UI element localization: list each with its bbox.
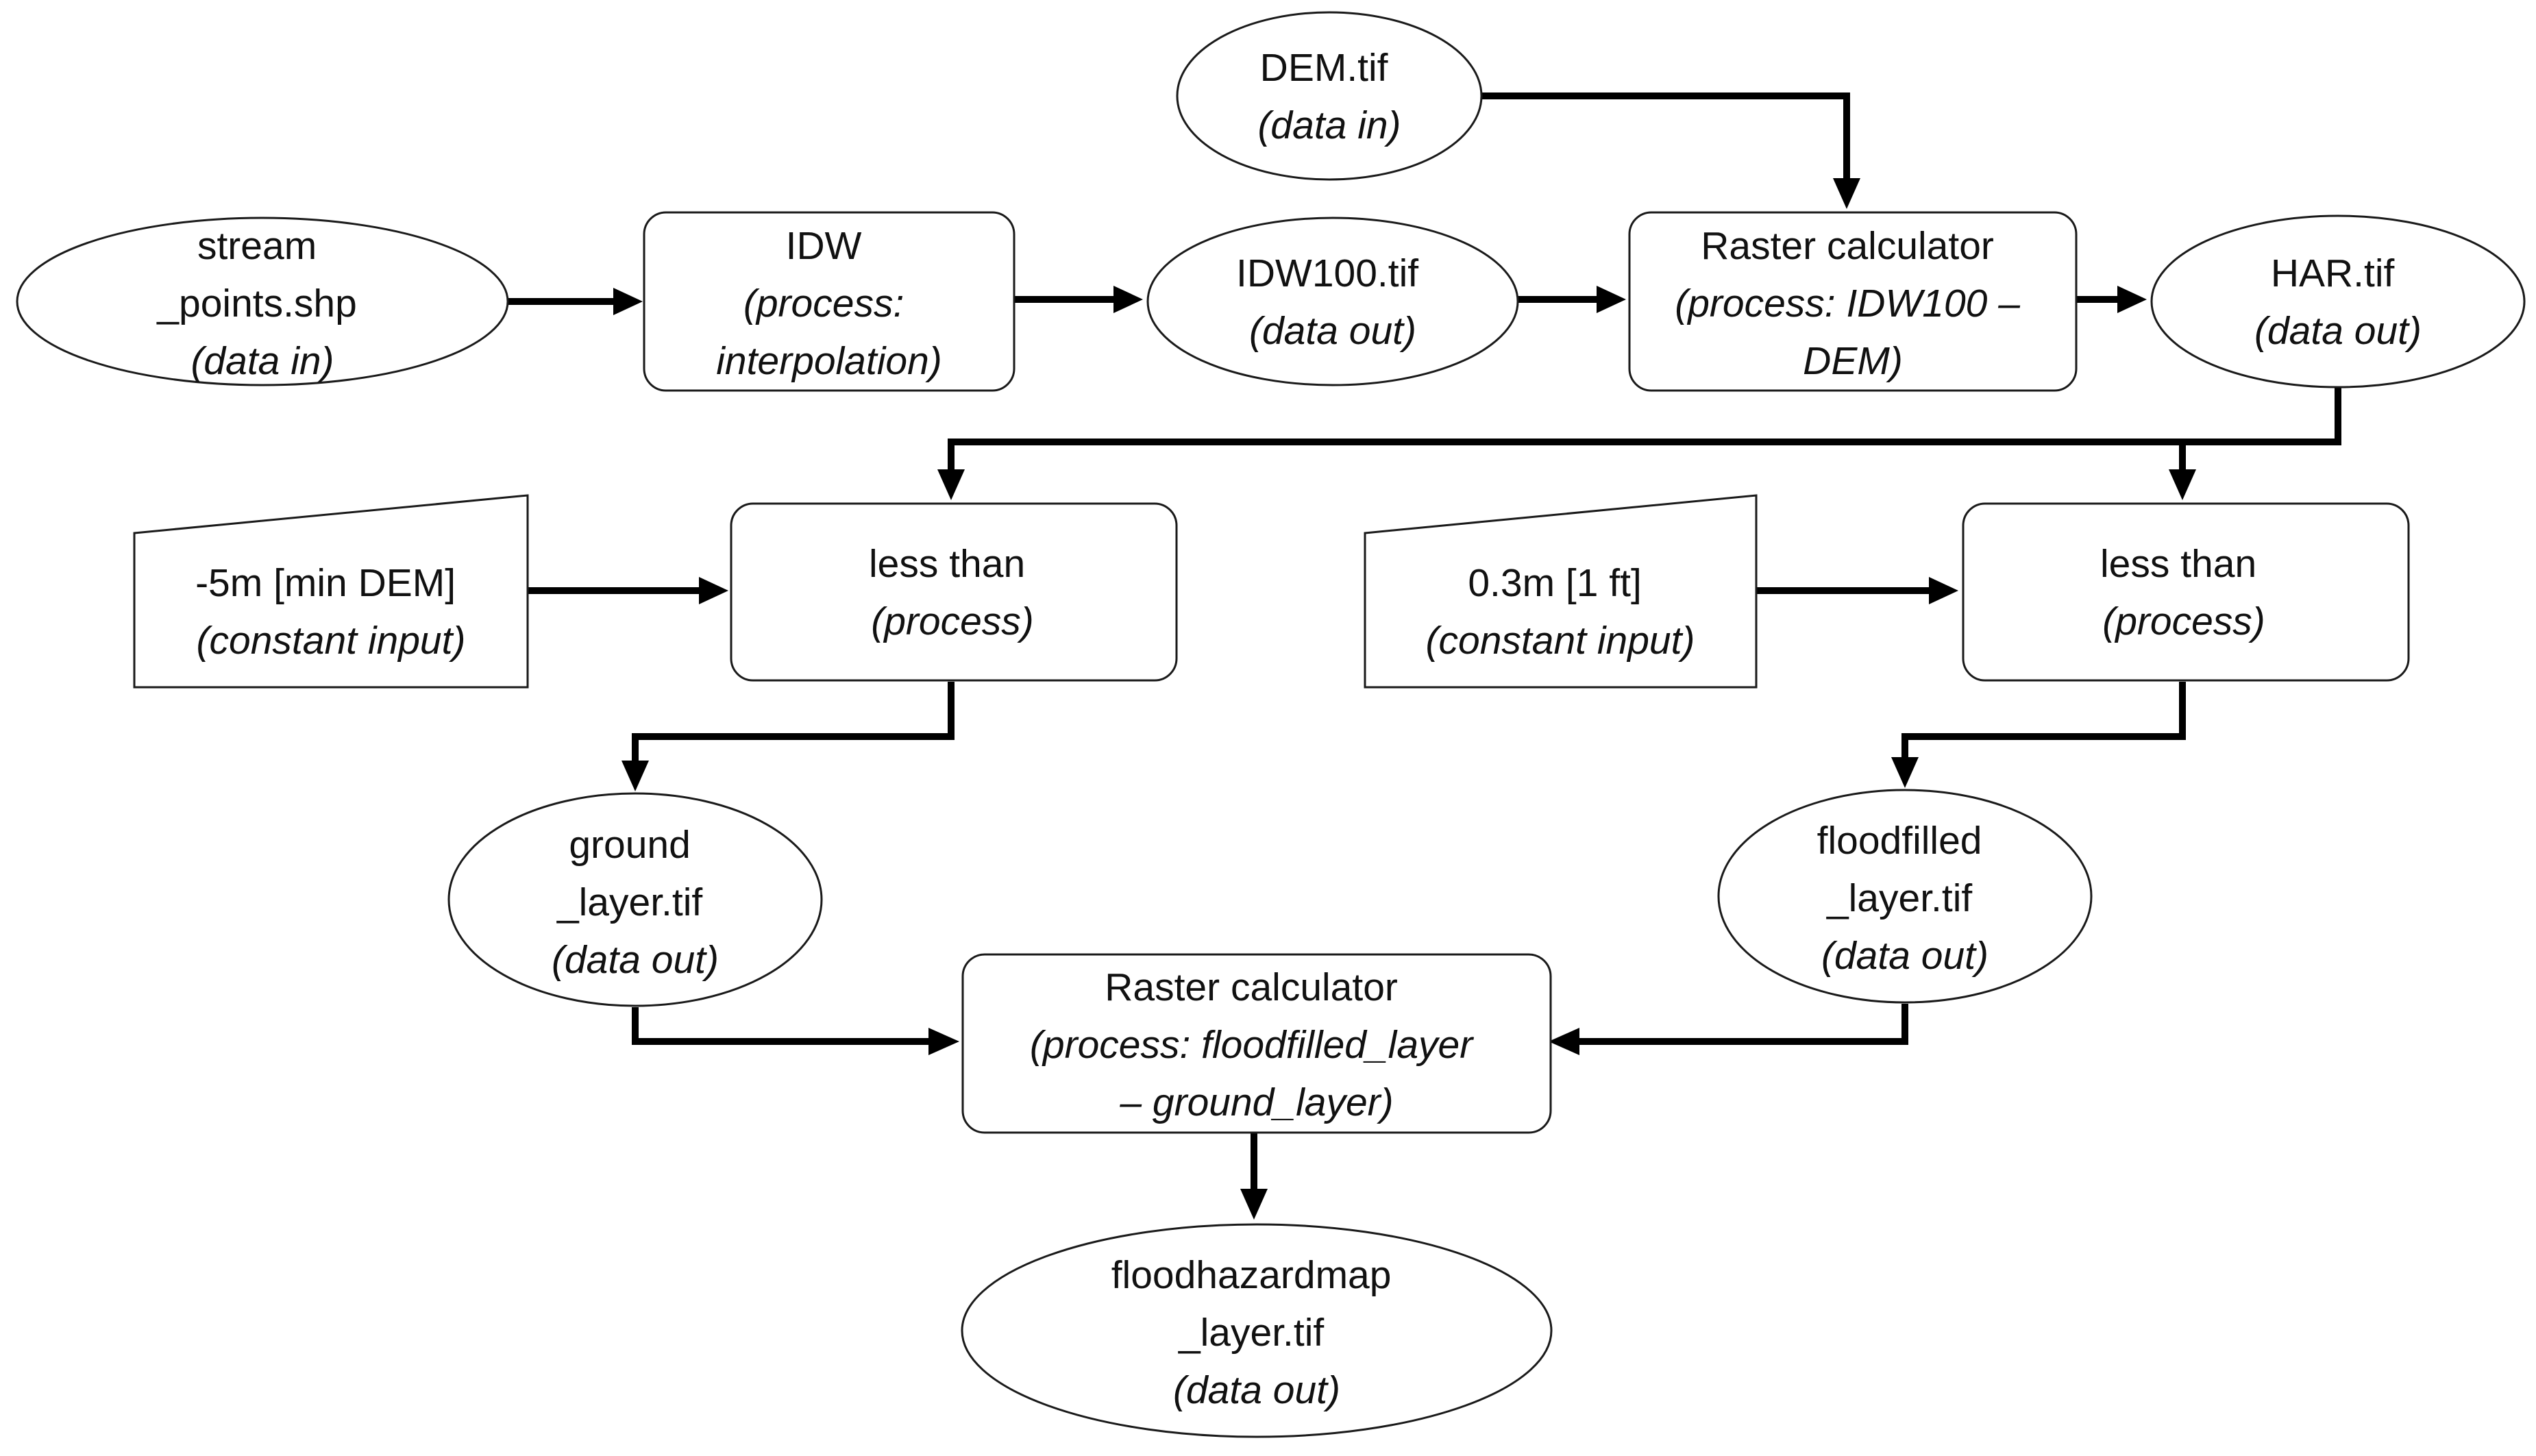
arrowhead [928,1028,959,1055]
edge-har-to-less-than [948,387,2341,469]
node-constant-03m: 0.3m [1 ft] (constant input) [1364,494,1758,689]
node-raster-calculator-2: Raster calculator (process: floodfilled_… [961,953,1552,1134]
node-label: less than (process) [869,542,1036,643]
node-label: -5m [min DEM] (constant input) [195,561,467,663]
edge-floodfilled-layer-to-raster-calculator [1579,1004,1908,1045]
edge-less-than-to-ground-layer [632,682,955,761]
arrowhead [1833,178,1860,209]
arrowhead [2117,286,2147,313]
arrowhead [2169,469,2196,500]
edge-dem-to-raster-calculator [1473,92,1850,178]
node-label: floodhazardmap _layer.tif (data out) [1111,1253,1403,1412]
edge-ground-layer-to-raster-calculator [632,1007,928,1045]
node-stream-points: stream _points.shp (data in) [16,217,509,386]
edges [507,92,2341,1220]
node-label: IDW100.tif (data out) [1236,251,1429,353]
node-floodfilled-layer: floodfilled _layer.tif (data out) [1717,789,2093,1004]
arrowhead [1597,286,1626,313]
node-label: IDW (process: interpolation) [716,224,942,383]
node-less-than-1: less than (process) [730,502,1178,682]
node-har-tif: HAR.tif (data out) [2150,214,2526,388]
node-label: floodfilled _layer.tif (data out) [1817,819,1993,978]
node-idw100-tif: IDW100.tif (data out) [1146,217,1519,386]
node-idw: IDW (process: interpolation) [643,211,1015,392]
node-label: less than (process) [2100,542,2267,643]
arrowhead [613,288,643,315]
node-raster-calculator-1: Raster calculator (process: IDW100 – DEM… [1628,211,2078,392]
arrowhead [1929,577,1958,604]
arrowhead [1891,757,1919,788]
arrowhead [1113,286,1143,313]
node-label: 0.3m [1 ft] (constant input) [1426,561,1695,663]
arrowhead [1240,1189,1268,1220]
node-label: stream _points.shp (data in) [156,224,367,383]
node-ground-layer: ground _layer.tif (data out) [447,792,823,1007]
node-less-than-2: less than (process) [1962,502,2410,682]
node-label: Raster calculator (process: floodfilled_… [1030,965,1484,1124]
node-label: DEM.tif (data in) [1257,46,1401,147]
node-label: HAR.tif (data out) [2254,251,2422,353]
node-floodhazardmap-layer: floodhazardmap _layer.tif (data out) [961,1223,1553,1438]
node-label: Raster calculator (process: IDW100 – DEM… [1675,224,2031,383]
arrowhead [699,577,728,604]
node-constant-min-dem: -5m [min DEM] (constant input) [133,494,529,689]
arrowhead [1549,1028,1579,1055]
node-label: ground _layer.tif (data out) [552,823,719,982]
arrowhead [937,469,965,500]
nodes: DEM.tif (data in) stream _points.shp (da… [16,11,2526,1438]
edge-less-than-to-floodfilled-layer [1901,682,2186,757]
node-dem-tif: DEM.tif (data in) [1176,11,1483,181]
arrowhead [621,761,649,791]
